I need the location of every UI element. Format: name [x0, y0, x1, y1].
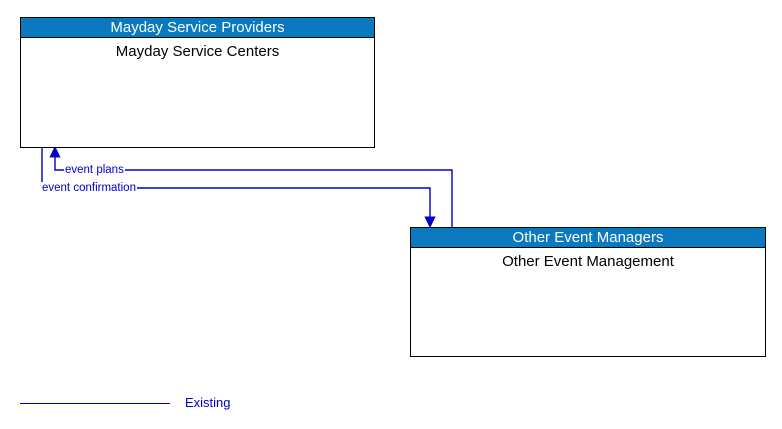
legend-label-existing: Existing: [185, 395, 231, 410]
flow-label-event-plans: event plans: [64, 164, 125, 176]
entity-box-other-event-management[interactable]: Other Event Managers Other Event Managem…: [410, 227, 766, 357]
entity-box-mayday-service-centers[interactable]: Mayday Service Providers Mayday Service …: [20, 17, 375, 148]
legend: Existing: [0, 393, 782, 417]
entity-title-other-event-management: Other Event Management: [502, 253, 674, 270]
flow-label-event-confirmation: event confirmation: [41, 182, 137, 194]
entity-header-mayday-service-providers: Mayday Service Providers: [21, 18, 374, 38]
entity-header-other-event-managers: Other Event Managers: [411, 228, 765, 248]
legend-line-existing: [20, 403, 170, 404]
arrowhead-down-icon: [424, 216, 436, 229]
entity-title-mayday-service-centers: Mayday Service Centers: [115, 43, 280, 60]
arrowhead-up-icon: [49, 145, 61, 158]
